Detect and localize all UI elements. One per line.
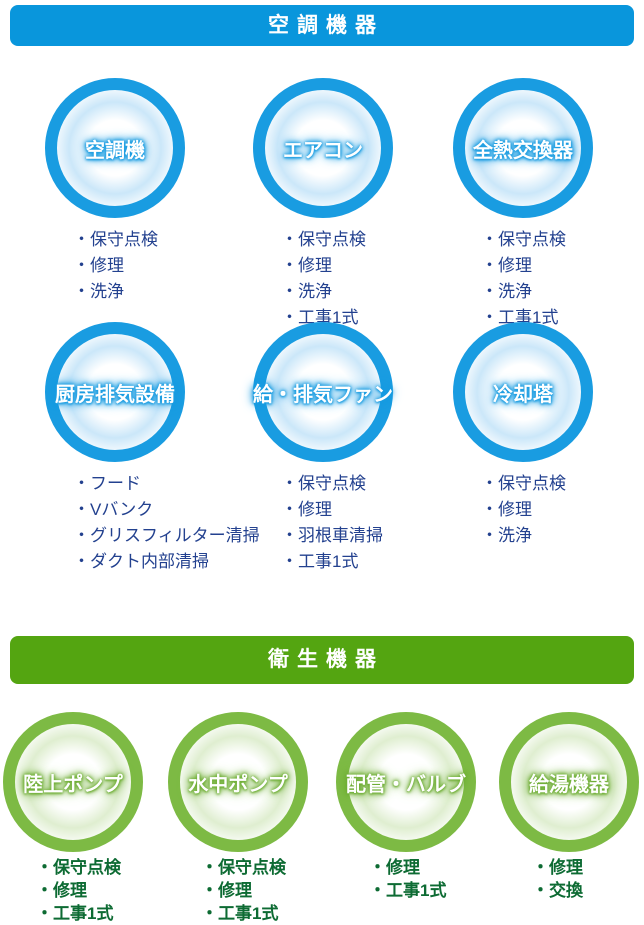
service-item: ・工事1式	[201, 904, 279, 923]
equipment-label: 給湯機器	[529, 773, 609, 796]
service-list: ・修理・工事1式	[369, 856, 526, 902]
service-item: ・修理	[36, 881, 87, 900]
equipment-label: 空調機	[85, 139, 145, 162]
equipment-label: エアコン	[283, 139, 363, 162]
equipment-circle: 給・排気ファン	[253, 322, 393, 462]
service-list: ・修理・交換	[532, 856, 644, 902]
service-item: ・保守点検	[36, 858, 121, 877]
service-list: ・保守点検・修理・洗浄	[73, 227, 235, 305]
equipment-label: 水中ポンプ	[188, 773, 288, 796]
equipment-circle: エアコン	[253, 78, 393, 218]
service-item: ・保守点検	[481, 474, 566, 493]
service-item: ・修理	[281, 256, 332, 275]
service-item: ・羽根車清掃	[281, 526, 383, 545]
service-item: ・工事1式	[281, 308, 359, 327]
service-item: ・工事1式	[481, 308, 559, 327]
service-item: ・グリスフィルター清掃	[73, 526, 260, 545]
equipment-label: 全熱交換器	[473, 139, 573, 162]
equipment-card: エアコン ・保守点検・修理・洗浄・工事1式	[253, 78, 443, 331]
service-item: ・Vバンク	[73, 500, 154, 519]
equipment-circle: 全熱交換器	[453, 78, 593, 218]
service-list: ・保守点検・修理・工事1式	[201, 856, 358, 925]
service-item: ・工事1式	[281, 552, 359, 571]
equipment-circle: 冷却塔	[453, 322, 593, 462]
section-header-sanitary: 衛生機器	[10, 636, 634, 684]
service-item: ・保守点検	[481, 230, 566, 249]
service-item: ・洗浄	[281, 282, 332, 301]
equipment-card: 陸上ポンプ ・保守点検・修理・工事1式	[3, 712, 193, 925]
service-item: ・フード	[73, 474, 141, 493]
equipment-circle: 陸上ポンプ	[3, 712, 143, 852]
equipment-card: 給湯機器 ・修理・交換	[499, 712, 644, 902]
service-item: ・修理	[369, 858, 420, 877]
equipment-label: 給・排気ファン	[253, 383, 393, 406]
equipment-label: 配管・バルブ	[346, 773, 466, 796]
service-list: ・保守点検・修理・羽根車清掃・工事1式	[281, 471, 443, 575]
equipment-card: 全熱交換器 ・保守点検・修理・洗浄・工事1式	[453, 78, 643, 331]
equipment-card: 水中ポンプ ・保守点検・修理・工事1式	[168, 712, 358, 925]
service-item: ・保守点検	[281, 230, 366, 249]
equipment-card: 厨房排気設備 ・フード・Vバンク・グリスフィルター清掃・ダクト内部清掃	[45, 322, 260, 575]
service-list: ・保守点検・修理・洗浄・工事1式	[481, 227, 643, 331]
service-item: ・保守点検	[73, 230, 158, 249]
service-item: ・洗浄	[481, 282, 532, 301]
equipment-circle: 給湯機器	[499, 712, 639, 852]
service-item: ・交換	[532, 881, 583, 900]
service-item: ・修理	[532, 858, 583, 877]
equipment-card: 空調機 ・保守点検・修理・洗浄	[45, 78, 235, 305]
service-item: ・洗浄	[73, 282, 124, 301]
equipment-circle: 水中ポンプ	[168, 712, 308, 852]
equipment-label: 厨房排気設備	[55, 383, 175, 406]
equipment-circle: 厨房排気設備	[45, 322, 185, 462]
service-item: ・保守点検	[281, 474, 366, 493]
equipment-circle: 空調機	[45, 78, 185, 218]
service-item: ・修理	[481, 256, 532, 275]
equipment-label: 陸上ポンプ	[23, 773, 123, 796]
equipment-card: 冷却塔 ・保守点検・修理・洗浄	[453, 322, 643, 549]
service-item: ・保守点検	[201, 858, 286, 877]
service-list: ・フード・Vバンク・グリスフィルター清掃・ダクト内部清掃	[73, 471, 260, 575]
equipment-card: 配管・バルブ ・修理・工事1式	[336, 712, 526, 902]
service-item: ・洗浄	[481, 526, 532, 545]
service-item: ・工事1式	[369, 881, 447, 900]
equipment-label: 冷却塔	[493, 383, 553, 406]
service-item: ・修理	[281, 500, 332, 519]
section-header-aircon: 空調機器	[10, 5, 634, 46]
service-item: ・ダクト内部清掃	[73, 552, 209, 571]
service-list: ・保守点検・修理・洗浄	[481, 471, 643, 549]
equipment-card: 給・排気ファン ・保守点検・修理・羽根車清掃・工事1式	[253, 322, 443, 575]
service-list: ・保守点検・修理・洗浄・工事1式	[281, 227, 443, 331]
service-item: ・修理	[481, 500, 532, 519]
service-item: ・修理	[73, 256, 124, 275]
equipment-circle: 配管・バルブ	[336, 712, 476, 852]
service-item: ・修理	[201, 881, 252, 900]
